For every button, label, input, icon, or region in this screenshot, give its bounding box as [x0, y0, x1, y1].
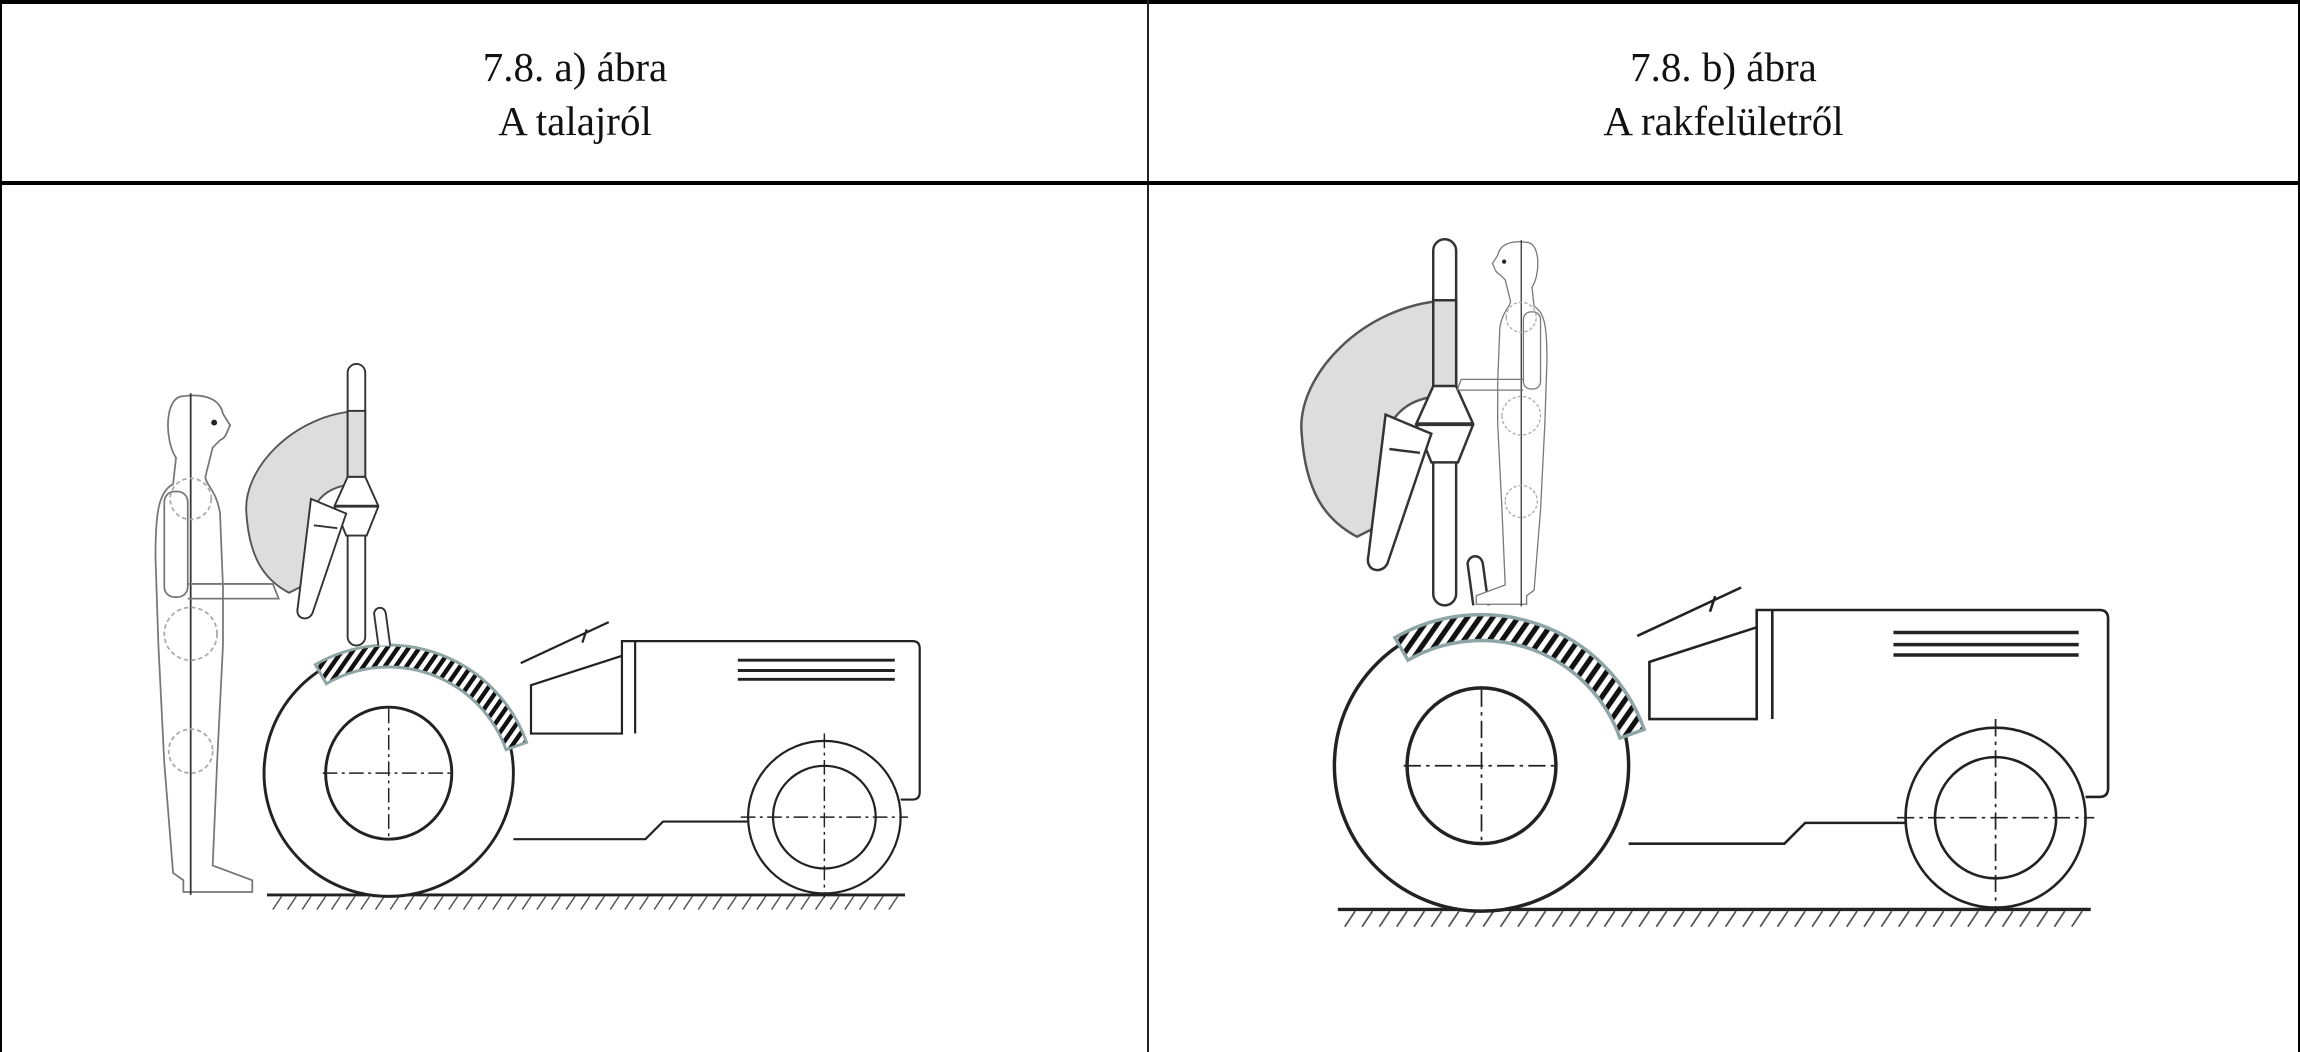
tractor	[1332, 585, 2110, 929]
figure-a-header: 7.8. a) ábra A talajról	[2, 4, 1148, 183]
loader-crane	[1299, 237, 1491, 608]
loader-crane	[244, 362, 392, 648]
figure-a-caption: A talajról	[498, 97, 652, 144]
header-divider	[0, 181, 2300, 185]
figure-b-number: 7.8. b) ábra	[1630, 43, 1817, 90]
figure-b-drawing	[1299, 237, 2110, 929]
figure-a-number: 7.8. a) ábra	[482, 43, 668, 90]
tractor	[262, 620, 922, 912]
column-divider	[1147, 0, 1149, 1052]
figure-b-caption: A rakfelületről	[1603, 97, 1844, 144]
figure-a-drawing	[154, 362, 922, 912]
figure-b-header: 7.8. b) ábra A rakfelületről	[1149, 4, 2298, 183]
